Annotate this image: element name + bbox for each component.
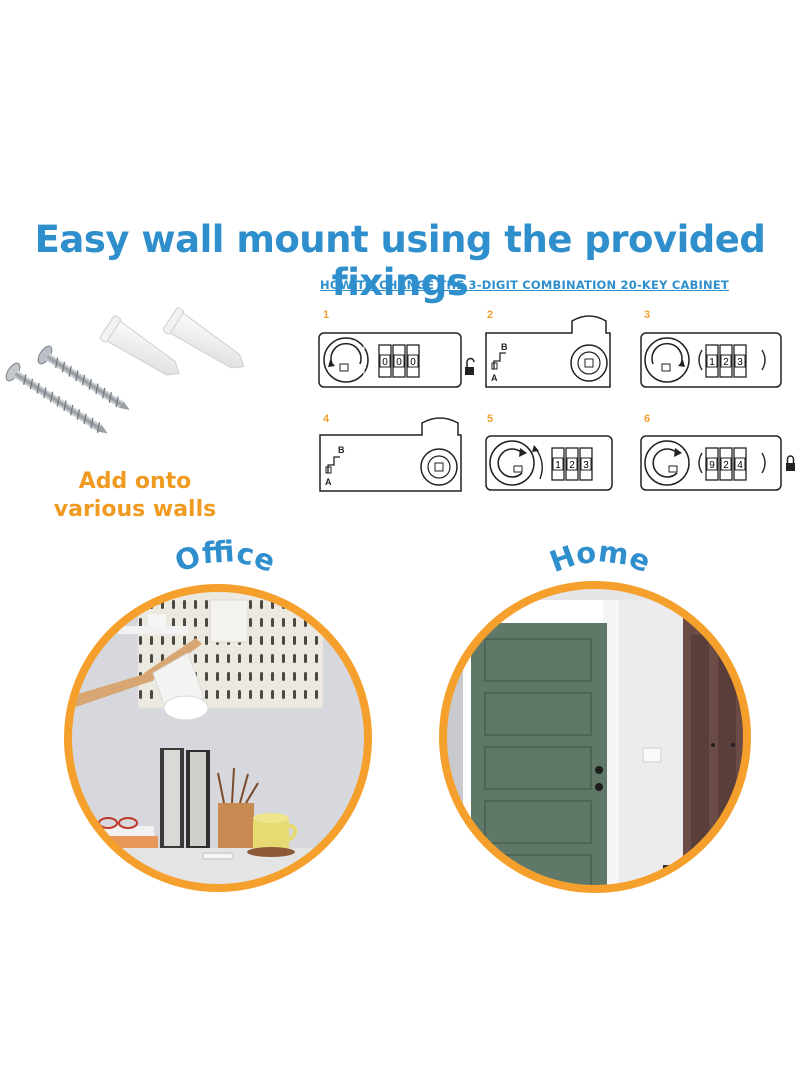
step-6-diagram: 9 2 4 (640, 435, 795, 491)
locked-padlock-icon (786, 455, 795, 471)
walls-caption: Add onto various walls (30, 468, 240, 524)
step-4-label-a: A (325, 477, 332, 487)
step-1-diagram: 0 0 0 (318, 332, 475, 388)
step-number-3: 3 (644, 309, 651, 321)
step-number-5: 5 (487, 413, 494, 425)
step-2-label-a: A (491, 373, 498, 383)
step-1-digit-1: 0 (382, 357, 388, 368)
step-3-diagram: 1 2 3 (640, 332, 782, 388)
unlocked-padlock-icon (465, 357, 475, 375)
office-scene-image (64, 584, 372, 892)
screw-2 (5, 362, 108, 434)
walls-caption-line-2: various walls (53, 497, 217, 522)
instructions-title: HOW TO CHANGE THE 3-DIGIT COMBINATION 20… (320, 278, 729, 292)
screws-and-anchors-image (5, 307, 245, 434)
step-6-digit-2: 2 (723, 460, 729, 471)
step-5-diagram: 1 2 3 (485, 435, 613, 491)
home-label: Home (545, 534, 655, 579)
wall-plug-2 (162, 307, 245, 369)
step-6-digit-1: 9 (709, 460, 715, 471)
headline: Easy wall mount using the provided fixin… (34, 218, 766, 304)
step-4-diagram: B A (319, 417, 462, 492)
step-number-4: 4 (323, 413, 330, 425)
home-scene-image (439, 581, 751, 893)
step-5-digit-1: 1 (555, 460, 561, 471)
wall-plug-1 (99, 315, 180, 376)
step-1-digit-3: 0 (410, 357, 416, 368)
step-3-digit-3: 3 (737, 357, 743, 368)
step-2-diagram: B A (485, 315, 611, 388)
step-5-digit-2: 2 (569, 460, 575, 471)
step-3-digit-2: 2 (723, 357, 729, 368)
walls-caption-line-1: Add onto (78, 469, 192, 494)
step-2-label-b: B (501, 342, 508, 352)
screw-1 (37, 345, 130, 411)
step-number-2: 2 (487, 309, 494, 321)
step-1-digit-2: 0 (396, 357, 402, 368)
step-number-6: 6 (644, 413, 651, 425)
step-6-digit-3: 4 (737, 460, 743, 471)
office-label: Office (170, 534, 280, 579)
step-4-label-b: B (338, 445, 345, 455)
svg-text:Home: Home (545, 534, 655, 579)
step-3-digit-1: 1 (709, 357, 715, 368)
step-5-digit-3: 3 (583, 460, 589, 471)
step-number-1: 1 (323, 309, 330, 321)
svg-text:Office: Office (170, 534, 280, 579)
